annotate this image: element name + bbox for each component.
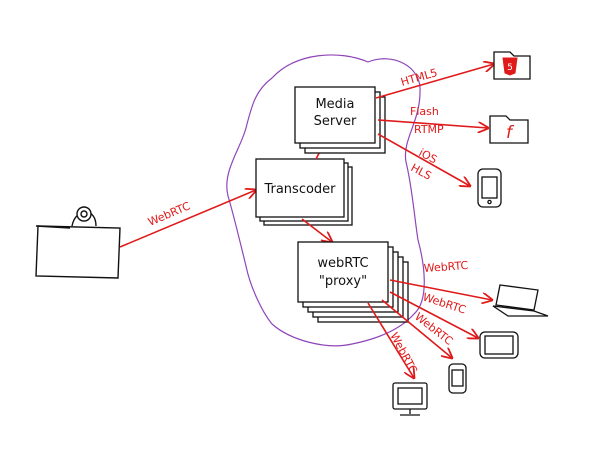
- arrow-proxy-to-phone: [381, 299, 452, 358]
- transcoder-node: Transcoder: [255, 158, 353, 226]
- phone-icon: [448, 363, 467, 394]
- media-server-node: Media Server: [294, 86, 386, 154]
- arrow-source-to-transcoder: [119, 190, 256, 248]
- iphone-icon: [477, 168, 502, 208]
- arrow-transcoder-to-proxy: [301, 218, 332, 242]
- edge-label-source-webrtc: WebRTC: [146, 199, 192, 229]
- edge-label-laptop-webrtc: WebRTC: [423, 259, 469, 275]
- proxy-label-line2: "proxy": [319, 274, 367, 289]
- arrow-media-server-to-html5: [375, 64, 494, 99]
- cloud-outline: [226, 54, 425, 347]
- laptop-icon: [492, 284, 549, 317]
- monitor-icon: [392, 382, 428, 416]
- flash-folder-icon: f: [489, 115, 529, 144]
- edge-label-rtmp: RTMP: [414, 123, 444, 136]
- arrow-media-server-to-flash: [377, 119, 488, 128]
- edge-label-flash: Flash: [410, 105, 439, 118]
- arrow-proxy-to-laptop: [389, 279, 492, 300]
- tablet-icon: [479, 331, 519, 359]
- arrow-media-server-to-ios: [377, 133, 470, 186]
- flash-glyph: f: [506, 123, 515, 143]
- html5-folder-icon: 5: [493, 51, 531, 80]
- transcoder-label: Transcoder: [263, 182, 336, 197]
- webrtc-proxy-node: webRTC "proxy": [297, 241, 409, 323]
- media-server-label-line1: Media: [315, 97, 354, 112]
- presenter-desk-webcam-icon: [35, 206, 121, 279]
- arrow-proxy-to-tablet: [389, 291, 478, 338]
- arrow-proxy-to-monitor: [367, 302, 414, 378]
- html5-badge-glyph: 5: [507, 63, 513, 73]
- media-server-label-line2: Server: [314, 114, 357, 129]
- edge-label-monitor-webrtc: WebRTC: [387, 330, 420, 376]
- proxy-label-line1: webRTC: [317, 256, 368, 271]
